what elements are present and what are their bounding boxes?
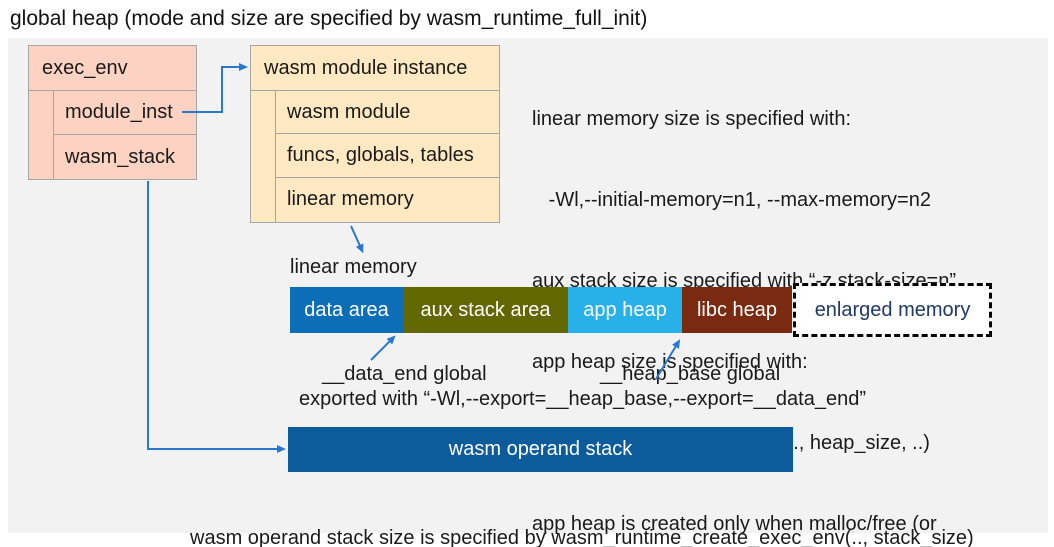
wasm-module-instance-body: wasm module funcs, globals, tables linea… [251, 91, 499, 222]
module-instance-row-wasm-module: wasm module [276, 91, 499, 135]
module-instance-row-funcs-globals-tables: funcs, globals, tables [276, 134, 499, 178]
note-line: linear memory size is specified with: [532, 108, 851, 130]
segment-enlarged-memory: enlarged memory [793, 283, 992, 337]
module-instance-row-linear-memory: linear memory [287, 188, 414, 211]
page-title: global heap (mode and size are specified… [10, 7, 648, 30]
exec-env-row-wasm-stack: wasm_stack [65, 145, 176, 168]
segment-aux-stack-area: aux stack area [403, 287, 568, 333]
exec-env-header: exec_env [29, 46, 196, 91]
wasm-module-instance-header: wasm module instance [251, 46, 499, 91]
note-line: app heap is created only when malloc/fre… [532, 513, 937, 535]
note-line: -Wl,--initial-memory=n1, --max-memory=n2 [532, 189, 931, 211]
export-flags-annotation: exported with “-Wl,--export=__heap_base,… [299, 388, 866, 410]
segment-data-area: data area [290, 287, 403, 333]
note-line: wasm operand stack size is specified by … [190, 527, 974, 547]
wasm-module-instance-box: wasm module instance wasm module funcs, … [250, 45, 500, 223]
operand-stack-notes: wasm operand stack size is specified by … [190, 478, 974, 547]
data-end-global-annotation: __data_end global [322, 363, 487, 385]
heap-base-global-annotation: __heap_base global [600, 363, 781, 385]
exec-env-gutter [29, 91, 54, 179]
segment-libc-heap: libc heap [682, 287, 792, 333]
linear-memory-label: linear memory [290, 256, 417, 278]
wasm-operand-stack-bar: wasm operand stack [288, 427, 793, 472]
wasm-module-instance-gutter [251, 91, 276, 222]
exec-env-body: module_inst wasm_stack [29, 91, 196, 179]
segment-app-heap: app heap [568, 287, 682, 333]
exec-env-box: exec_env module_inst wasm_stack [28, 45, 197, 180]
note-line: app heap size is specified with: [532, 351, 808, 373]
exec-env-row-module-inst: module_inst [54, 91, 196, 136]
